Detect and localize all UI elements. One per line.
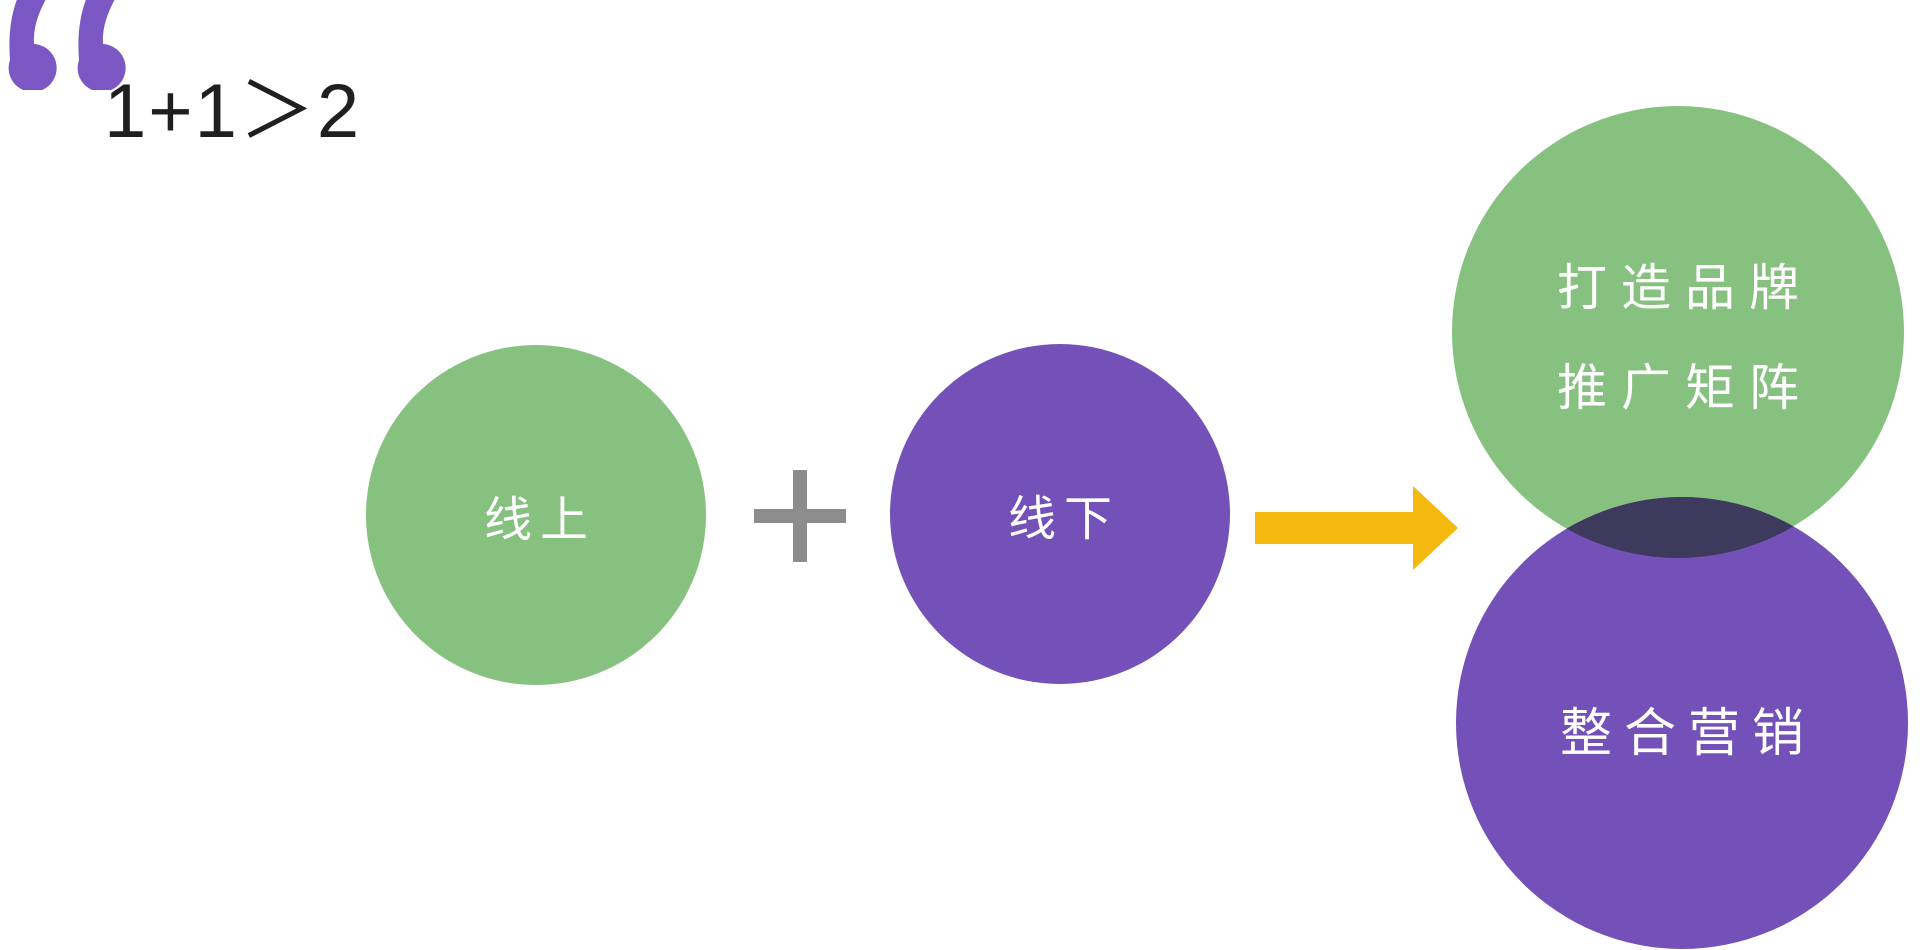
result-venn [1452,106,1908,949]
offline-circle: 线下 [890,344,1230,684]
plus-icon [754,470,846,562]
brand-matrix-label-line1: 打造品牌 [1557,260,1813,316]
brand-matrix-circle [1452,106,1904,558]
arrow-right-icon [1255,486,1458,570]
brand-matrix-label: 打造品牌 推广矩阵 [1453,238,1903,438]
quote-icon [8,0,126,90]
quote-comma-left [8,0,57,90]
page-title: 1+1＞2 [104,69,362,154]
online-circle: 线上 [366,345,706,685]
integrated-marketing-circle [1456,497,1908,949]
online-circle-label: 线上 [483,494,596,547]
offline-circle-label: 线下 [1007,493,1120,546]
plus-vertical-bar [793,470,807,562]
brand-matrix-label-line2: 推广矩阵 [1557,360,1813,416]
integrated-marketing-label: 整合营销 [1559,705,1816,763]
arrow-right-shape [1255,486,1458,570]
quote-comma-right [77,0,126,90]
